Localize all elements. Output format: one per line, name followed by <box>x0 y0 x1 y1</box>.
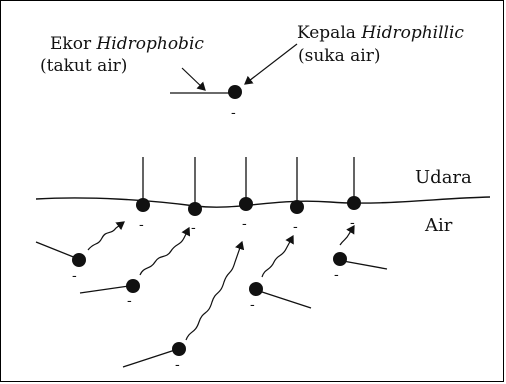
interface-molecule <box>239 157 253 211</box>
charge-sign: - <box>127 293 132 309</box>
free-molecule <box>79 279 140 294</box>
interface-line <box>35 196 491 208</box>
interface-molecule <box>347 157 361 210</box>
interface-molecule <box>290 157 304 214</box>
charge-sign: - <box>350 215 355 231</box>
charge-sign: - <box>175 357 180 373</box>
tail-sublabel: (takut air) <box>40 56 127 76</box>
charge-sign: - <box>250 297 255 313</box>
migration-arrow <box>339 224 355 246</box>
tail-label: Ekor Hidrophobic <box>50 34 204 54</box>
charge-sign: - <box>334 267 339 283</box>
migration-arrow <box>87 221 125 251</box>
free-molecule <box>249 282 312 309</box>
head-pointer-arrow <box>244 43 298 85</box>
migration-arrow <box>185 240 245 341</box>
migration-arrow <box>261 234 294 278</box>
free-molecule <box>35 241 86 267</box>
free-molecule <box>122 342 186 368</box>
legend-molecule <box>170 85 242 99</box>
charge-sign: - <box>139 217 144 233</box>
charge-sign: - <box>191 220 196 236</box>
legend-charge: - <box>231 105 236 121</box>
migration-arrow <box>139 226 191 276</box>
head-label: Kepala Hidrophillic <box>297 23 464 43</box>
interface-molecule <box>188 157 202 216</box>
free-molecule <box>333 252 388 270</box>
charge-sign: - <box>242 216 247 232</box>
upper-phase-label: Udara <box>415 167 472 188</box>
charge-sign: - <box>72 268 77 284</box>
tail-pointer-arrow <box>181 67 206 91</box>
lower-phase-label: Air <box>424 215 453 236</box>
head-sublabel: (suka air) <box>298 46 380 66</box>
charge-sign: - <box>293 219 298 235</box>
interface-molecule <box>136 157 150 212</box>
